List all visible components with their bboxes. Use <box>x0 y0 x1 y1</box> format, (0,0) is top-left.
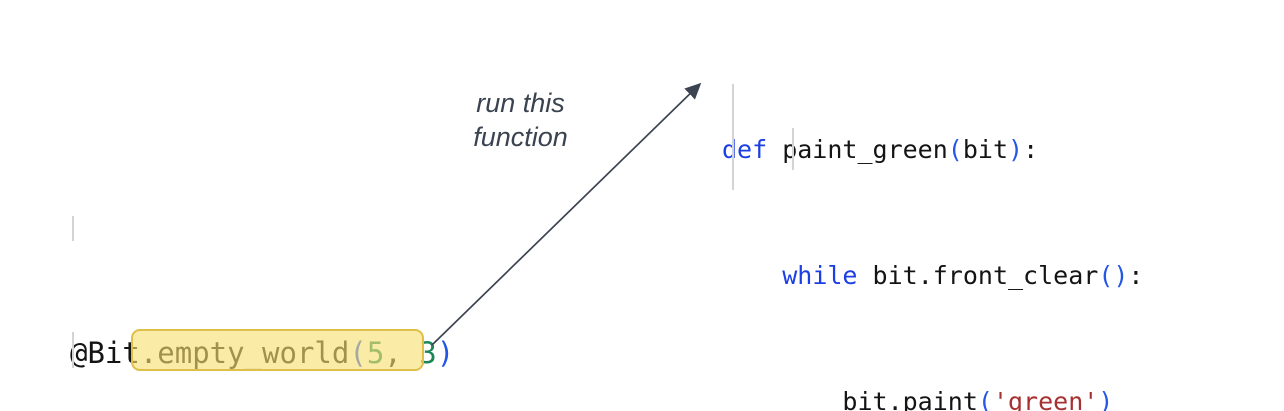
code-token <box>722 261 782 290</box>
code-line: while bit.front_clear(): <box>722 255 1143 297</box>
code-token: @Bit.empty_world <box>70 336 350 370</box>
code-line: def paint_green(bit): <box>722 129 1143 171</box>
code-token: def <box>722 135 768 164</box>
code-token: ) <box>436 336 455 370</box>
code-token: ( <box>977 387 993 411</box>
code-token: ( <box>349 336 367 370</box>
code-line: @Bit.empty_world(5, 3) <box>70 332 454 375</box>
code-token: paint_green <box>767 135 948 164</box>
code-token: while <box>782 261 858 290</box>
code-token: bit.paint <box>722 387 978 411</box>
code-token: ) <box>1008 135 1024 164</box>
code-token: bit.front_clear <box>857 261 1099 290</box>
indent-guide <box>792 128 794 170</box>
code-token: 'green' <box>992 387 1099 411</box>
code-block-go-function: @Bit.empty_world(5, 3) def go(bit): pain… <box>70 246 454 411</box>
code-token: () <box>1098 261 1129 290</box>
code-token: bit <box>962 135 1008 164</box>
code-token: : <box>1023 135 1039 164</box>
indent-guide <box>72 332 74 368</box>
code-line: bit.paint('green') <box>722 381 1143 411</box>
code-block-paint-green-definition: def paint_green(bit): while bit.front_cl… <box>722 45 1143 411</box>
code-token: , <box>384 336 420 370</box>
code-token: ( <box>947 135 963 164</box>
code-token: 5 <box>366 336 385 370</box>
indent-guide <box>732 84 734 190</box>
annotation-label: run this function <box>433 86 608 154</box>
code-token: ) <box>1098 387 1114 411</box>
annotation-label-line: run this <box>476 88 565 118</box>
code-token: : <box>1128 261 1144 290</box>
code-token: 3 <box>419 336 437 370</box>
indent-guide <box>72 216 74 241</box>
annotation-label-line: function <box>473 122 568 152</box>
